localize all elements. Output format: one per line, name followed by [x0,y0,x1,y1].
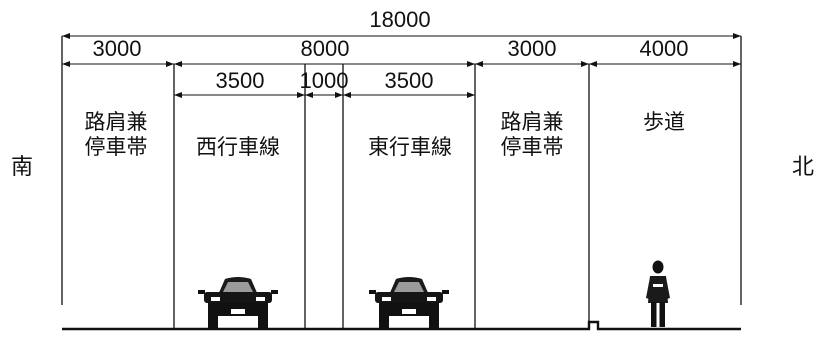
pedestrian-icon [646,260,670,327]
label-eastbound-lane: 東行車線 [368,135,452,159]
label-shoulder-north-line1: 路肩兼 [501,110,564,134]
dim-sidewalk: 4000 [640,36,689,61]
boundary-lines [61,36,742,328]
label-westbound-lane: 西行車線 [196,135,280,159]
dimension-lines [62,33,741,98]
car-front-icon [198,277,278,329]
car-front-icon [369,277,449,329]
dim-shoulder-south: 3000 [93,36,142,61]
label-sidewalk: 歩道 [643,110,685,134]
dim-shoulder-north: 3000 [508,36,557,61]
dim-total: 18000 [369,7,430,32]
ground-line [62,320,741,331]
dim-westbound-lane: 3500 [216,68,265,93]
dim-carriageway: 8000 [301,36,350,61]
dim-eastbound-lane: 3500 [385,68,434,93]
label-shoulder-south-line1: 路肩兼 [85,110,148,134]
direction-south: 南 [11,155,33,180]
label-shoulder-south-line2: 停車帯 [85,135,148,159]
direction-north: 北 [792,155,814,180]
label-shoulder-north-line2: 停車帯 [501,135,564,159]
dim-median: 1000 [300,68,349,93]
